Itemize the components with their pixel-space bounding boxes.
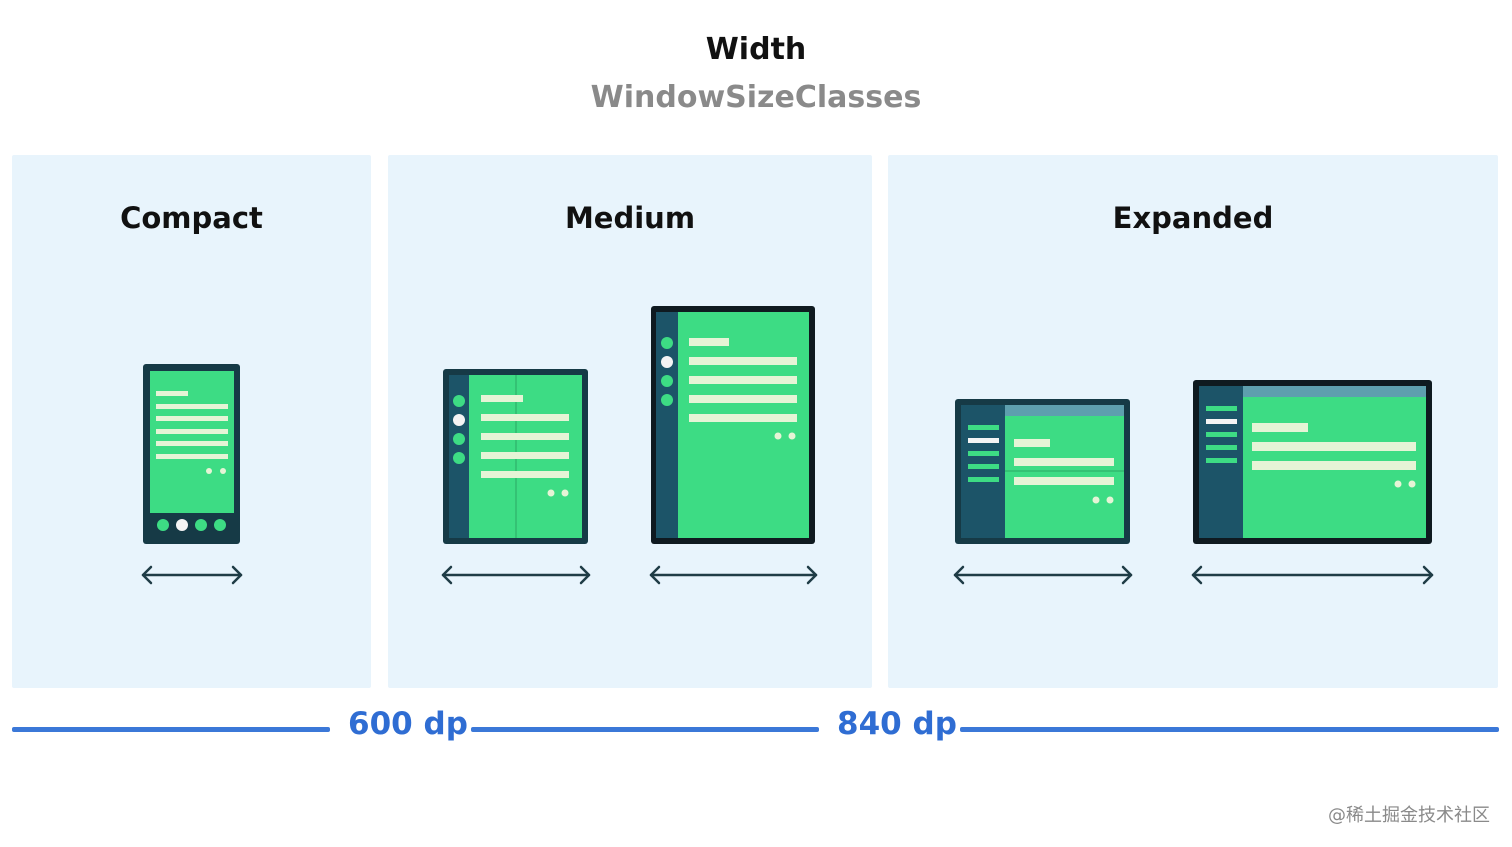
diagram-subtitle: WindowSizeClasses bbox=[590, 80, 922, 115]
breakpoint-label-600: 600 dp bbox=[348, 706, 468, 742]
width-arrow-icon bbox=[141, 565, 243, 585]
foldable-landscape-device-icon bbox=[955, 399, 1130, 544]
tablet-landscape-device-icon bbox=[1193, 380, 1432, 544]
width-arrow-icon bbox=[649, 565, 818, 585]
breakpoint-line-medium bbox=[471, 727, 819, 732]
panel-title-expanded: Expanded bbox=[1112, 201, 1274, 235]
panel-title-medium: Medium bbox=[564, 201, 696, 235]
panel-title-compact: Compact bbox=[120, 201, 263, 235]
width-arrow-icon bbox=[953, 565, 1133, 585]
breakpoint-line-expanded bbox=[960, 727, 1499, 732]
diagram-title: Width bbox=[705, 32, 807, 67]
tablet-portrait-device-icon bbox=[651, 306, 815, 544]
breakpoint-label-840: 840 dp bbox=[837, 706, 957, 742]
panel-compact: Compact bbox=[12, 155, 371, 688]
breakpoint-line-compact bbox=[12, 727, 330, 732]
watermark: @稀土掘金技术社区 bbox=[1328, 805, 1490, 826]
phone-device-icon bbox=[143, 364, 240, 544]
width-arrow-icon bbox=[1191, 565, 1434, 585]
width-arrow-icon bbox=[441, 565, 591, 585]
foldable-device-icon bbox=[443, 369, 588, 544]
